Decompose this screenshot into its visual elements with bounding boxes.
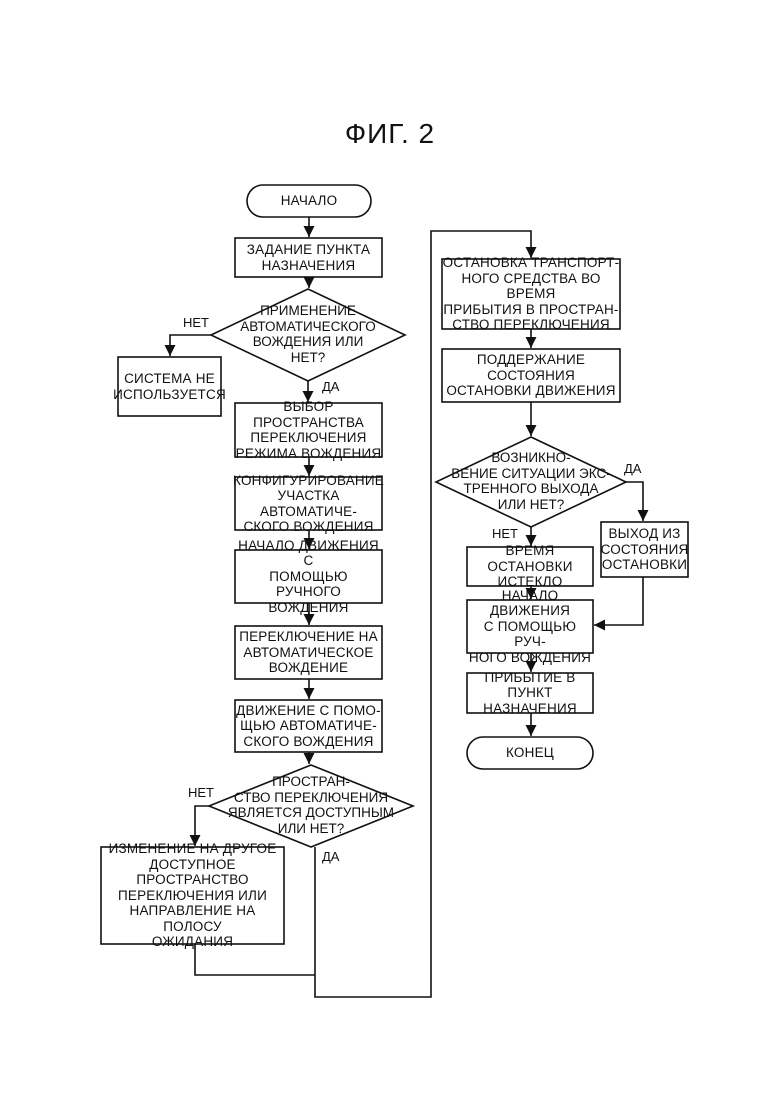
emergency-decision-label: ВОЗНИКНО- ВЕНИЕ СИТУАЦИИ ЭКС- ТРЕННОГО В… (446, 450, 616, 512)
drive-auto-label: ДВИЖЕНИЕ С ПОМО- ЩЬЮ АВТОМАТИЧЕ- СКОГО В… (235, 700, 382, 752)
keep-stopped-label: ПОДДЕРЖАНИЕ СОСТОЯНИЯ ОСТАНОВКИ ДВИЖЕНИЯ (442, 349, 620, 402)
stop-time-expired-label: ВРЕМЯ ОСТАНОВКИ ИСТЕКЛО (467, 547, 593, 586)
start-manual-2-label: НАЧАЛО ДВИЖЕНИЯ С ПОМОЩЬЮ РУЧ- НОГО ВОЖД… (467, 600, 593, 653)
switch-to-auto-label: ПЕРЕКЛЮЧЕНИЕ НА АВТОМАТИЧЕСКОЕ ВОЖДЕНИЕ (235, 626, 382, 679)
yes-label-autodrive: ДА (322, 379, 339, 394)
stop-vehicle-label: ОСТАНОВКА ТРАНСПОРТ- НОГО СРЕДСТВА ВО ВР… (442, 259, 620, 329)
change-space-label: ИЗМЕНЕНИЕ НА ДРУГОЕ ДОСТУПНОЕ ПРОСТРАНСТ… (101, 847, 284, 944)
no-label-emergency: НЕТ (492, 526, 518, 541)
yes-label-space: ДА (322, 849, 339, 864)
arrive-destination-label: ПРИБЫТИЕ В ПУНКТ НАЗНАЧЕНИЯ (467, 673, 593, 713)
system-not-used-label: СИСТЕМА НЕ ИСПОЛЬЗУЕТСЯ (118, 357, 221, 416)
yes-label-emergency: ДА (624, 461, 641, 476)
exit-stop-label: ВЫХОД ИЗ СОСТОЯНИЯ ОСТАНОВКИ (601, 522, 688, 577)
end-label: КОНЕЦ (467, 737, 593, 769)
no-label-autodrive: НЕТ (183, 315, 209, 330)
space-available-decision-label: ПРОСТРАН- СТВО ПЕРЕКЛЮЧЕНИЯ ЯВЛЯЕТСЯ ДОС… (226, 774, 396, 836)
start-manual-label: НАЧАЛО ДВИЖЕНИЯ С ПОМОЩЬЮ РУЧНОГО ВОЖДЕН… (235, 550, 382, 603)
autodrive-decision-label: ПРИМЕНЕНИЕ АВТОМАТИЧЕСКОГО ВОЖДЕНИЯ ИЛИ … (235, 303, 381, 365)
configure-section-label: КОНФИГУРИРОВАНИЕ УЧАСТКА АВТОМАТИЧЕ- СКО… (235, 477, 382, 530)
start-label: НАЧАЛО (247, 185, 371, 217)
select-switch-space-label: ВЫБОР ПРОСТРАНСТВА ПЕРЕКЛЮЧЕНИЯ РЕЖИМА В… (235, 403, 382, 457)
no-label-space: НЕТ (188, 785, 214, 800)
set-destination-label: ЗАДАНИЕ ПУНКТА НАЗНАЧЕНИЯ (235, 238, 382, 277)
